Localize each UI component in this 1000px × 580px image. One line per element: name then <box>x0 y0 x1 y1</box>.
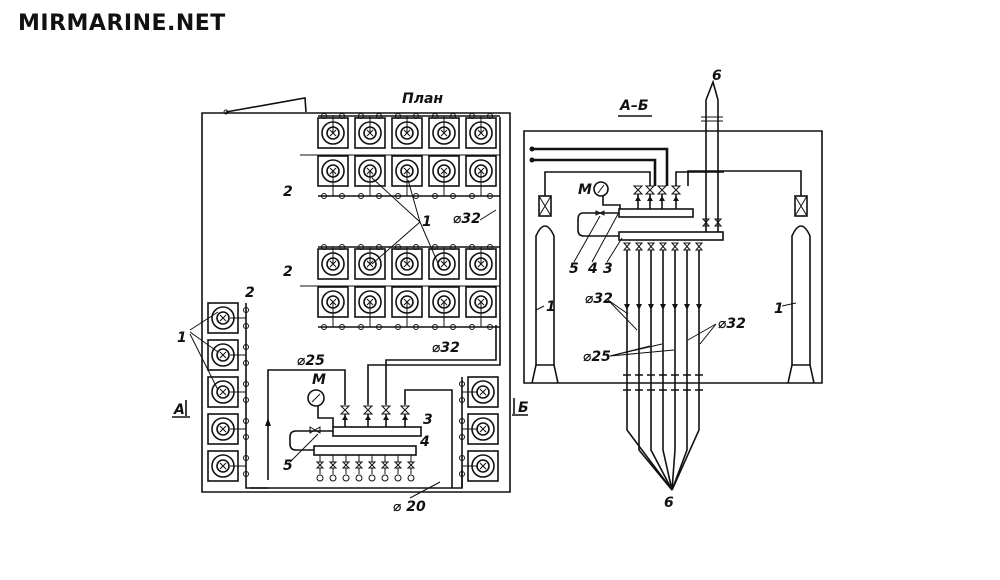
valve-icon <box>380 405 392 427</box>
label-4-section: 4 <box>587 261 598 277</box>
label-2-mid: 2 <box>283 264 293 280</box>
distribution-pipe <box>634 242 673 491</box>
manifold-valves <box>339 405 411 427</box>
outlet-valve-icon <box>367 455 377 482</box>
label-pipe-25: ⌀25 <box>297 353 325 369</box>
plan-title: План <box>402 91 443 107</box>
label-1-section-right: 1 <box>774 301 784 317</box>
section-room-outline <box>523 130 823 384</box>
section-valve-5-icon <box>595 210 605 216</box>
label-6-bottom: 6 <box>664 495 674 511</box>
plan-cylinders <box>207 113 500 489</box>
label-5: 5 <box>283 458 293 474</box>
distribution-pipe <box>658 242 673 491</box>
svg-text:А: А <box>173 402 185 418</box>
label-pipe-32-right: ⌀32 <box>718 316 746 332</box>
label-2-top: 2 <box>283 184 293 200</box>
label-pipe-20: ⌀ 20 <box>393 499 426 515</box>
outlet-valve-icon <box>341 455 351 482</box>
outlet-riser <box>705 79 719 232</box>
outlet-valve-icon <box>393 455 403 482</box>
distribution-pipe <box>671 242 692 491</box>
valve-icon <box>339 405 351 427</box>
feed-line-1 <box>532 147 669 186</box>
svg-text:Б: Б <box>518 400 529 416</box>
distribution-pipes <box>622 242 704 491</box>
label-1-left: 1 <box>177 330 187 346</box>
label-5-section: 5 <box>569 261 579 277</box>
cylinder-right <box>687 170 815 384</box>
label-pipe-32-left: ⌀32 <box>585 291 613 307</box>
pipe-20 <box>250 389 453 489</box>
feed-line-2 <box>532 158 657 186</box>
pipe-32-main <box>367 117 501 405</box>
plan-room-outline <box>201 112 511 493</box>
label-pipe-25: ⌀25 <box>583 349 611 365</box>
site-watermark: MIRMARINE.NET <box>18 11 226 36</box>
label-3: 3 <box>423 412 433 428</box>
valve-icon <box>656 185 668 209</box>
label-3-section: 3 <box>603 261 613 277</box>
label-4: 4 <box>419 434 430 450</box>
label-2-left: 2 <box>245 285 255 301</box>
section-view: А–Б <box>523 68 823 511</box>
valve-icon <box>644 185 656 209</box>
valve-icon <box>632 185 644 209</box>
section-marker-a: А <box>172 400 190 418</box>
plan-view: План M <box>172 91 529 515</box>
outlet-valve-icon <box>406 455 416 482</box>
label-1-plan: 1 <box>422 214 432 230</box>
flow-arrow-icon <box>265 418 271 426</box>
label-pipe-32-lower: ⌀32 <box>432 340 460 356</box>
section-manifold-lower <box>618 231 724 241</box>
valve-icon <box>362 405 374 427</box>
valve-icon <box>399 405 411 427</box>
riser-valve-icon <box>701 218 711 227</box>
riser-valve-icon <box>713 218 723 227</box>
section-title: А–Б <box>619 98 649 114</box>
section-manifold-upper <box>618 208 694 218</box>
distribution-pipe <box>646 242 673 491</box>
distribution-pipe <box>670 242 680 491</box>
label-1-section-left: 1 <box>546 299 556 315</box>
section-gauge-icon <box>593 181 621 209</box>
section-gauge-label: M <box>578 182 592 198</box>
manifold-4 <box>313 445 417 456</box>
section-valves <box>632 171 723 227</box>
valve-icon <box>670 185 682 209</box>
valve-5-icon <box>309 426 321 434</box>
distribution-pipe <box>622 242 673 491</box>
gauge-label: M <box>312 372 326 388</box>
door-icon <box>223 97 307 115</box>
cylinder-left <box>531 171 651 384</box>
label-6-top: 6 <box>712 68 722 84</box>
manifold-3 <box>332 426 422 437</box>
pipe-32-second <box>385 325 497 405</box>
outlet-valve-icon <box>315 455 325 482</box>
outlet-valve-icon <box>328 455 338 482</box>
outlet-valve-icon <box>354 455 364 482</box>
label-pipe-32-upper: ⌀32 <box>453 211 481 227</box>
outlet-valves <box>315 455 416 482</box>
gauge-icon <box>307 389 334 427</box>
outlet-valve-icon <box>380 455 390 482</box>
distribution-pipe <box>671 242 704 491</box>
section-marker-b: Б <box>512 398 529 416</box>
